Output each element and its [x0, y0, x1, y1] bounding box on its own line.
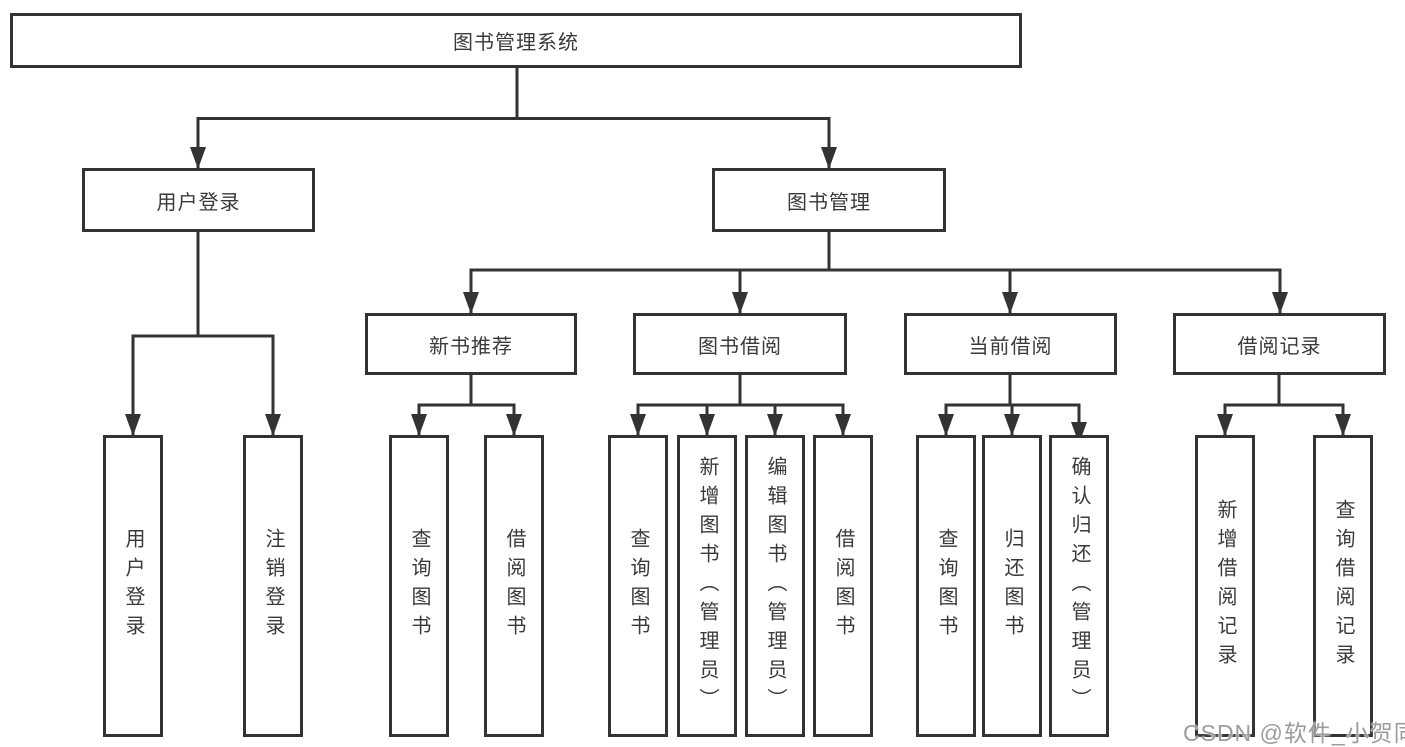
leaf-logout: 注销登录 [243, 435, 303, 737]
node-user-login: 用户登录 [82, 168, 315, 232]
leaf-add-borrow-record: 新增借阅记录 [1195, 435, 1255, 737]
leaf-add-book-admin: 新增图书（管理员） [677, 435, 737, 737]
leaf-confirm-return-admin-label: 确认归还（管理员） [1068, 455, 1090, 717]
leaf-borrow-books-label: 借阅图书 [832, 528, 854, 644]
leaf-query-books-current-label: 查询图书 [935, 528, 957, 644]
leaf-query-books-current: 查询图书 [916, 435, 976, 737]
leaf-query-books-borrow-label: 查询图书 [627, 528, 649, 644]
node-book-borrow: 图书借阅 [633, 313, 847, 375]
node-current-borrow: 当前借阅 [904, 313, 1117, 375]
leaf-add-borrow-record-label: 新增借阅记录 [1214, 499, 1236, 673]
leaf-borrow-books-recommend-label: 借阅图书 [503, 528, 525, 644]
node-book-management-label: 图书管理 [787, 191, 871, 214]
leaf-logout-label: 注销登录 [262, 528, 284, 644]
node-borrow-records-label: 借阅记录 [1237, 335, 1322, 358]
leaf-confirm-return-admin: 确认归还（管理员） [1049, 435, 1109, 737]
node-current-borrow-label: 当前借阅 [968, 335, 1053, 358]
node-library-system-label: 图书管理系统 [453, 32, 579, 54]
node-new-book-recommend: 新书推荐 [365, 313, 577, 375]
leaf-borrow-books-recommend: 借阅图书 [484, 435, 544, 737]
leaf-query-books-borrow: 查询图书 [608, 435, 668, 737]
leaf-return-book-label: 归还图书 [1001, 528, 1023, 644]
leaf-edit-book-admin-label: 编辑图书（管理员） [764, 455, 786, 717]
leaf-user-login: 用户登录 [103, 435, 163, 737]
node-book-management: 图书管理 [712, 168, 946, 232]
watermark: CSDN @软件_小贺同学 [1183, 720, 1405, 746]
leaf-query-borrow-record-label: 查询借阅记录 [1332, 499, 1354, 673]
node-book-borrow-label: 图书借阅 [698, 335, 782, 358]
leaf-query-books-recommend-label: 查询图书 [408, 528, 430, 644]
leaf-query-books-recommend: 查询图书 [389, 435, 449, 737]
node-library-system: 图书管理系统 [10, 13, 1022, 68]
leaf-return-book: 归还图书 [982, 435, 1042, 737]
leaf-borrow-books: 借阅图书 [813, 435, 873, 737]
leaf-user-login-label: 用户登录 [122, 528, 144, 644]
leaf-add-book-admin-label: 新增图书（管理员） [696, 455, 718, 717]
node-new-book-recommend-label: 新书推荐 [429, 335, 513, 358]
node-borrow-records: 借阅记录 [1173, 313, 1386, 375]
leaf-edit-book-admin: 编辑图书（管理员） [745, 435, 805, 737]
node-user-login-label: 用户登录 [156, 191, 241, 214]
leaf-query-borrow-record: 查询借阅记录 [1313, 435, 1373, 737]
